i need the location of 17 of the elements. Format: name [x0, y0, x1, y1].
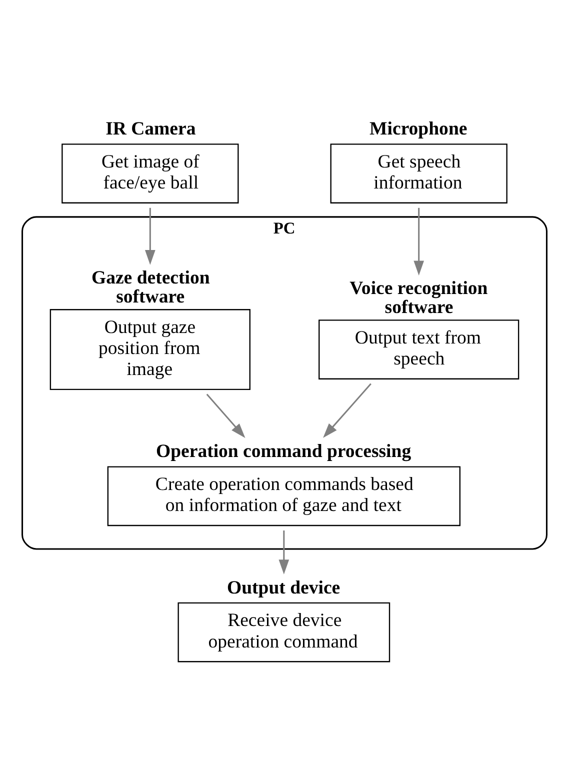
- arrow: [206, 394, 246, 438]
- node-box: Create operation commands based on information of gaze and text: [107, 466, 460, 526]
- node-box: Get speech information: [330, 144, 508, 204]
- node-label: Voice recognition software: [350, 278, 488, 318]
- node-box: Output text from speech: [318, 320, 520, 380]
- arrow: [278, 530, 290, 574]
- arrow: [323, 383, 372, 438]
- node-box: Output gaze position from image: [50, 309, 250, 390]
- node-label: Microphone: [370, 118, 468, 140]
- node-box: Receive device operation command: [178, 602, 390, 662]
- node-box: Get image of face/eye ball: [62, 144, 239, 204]
- node-label: Operation command processing: [156, 441, 412, 462]
- node-label: Output device: [227, 577, 340, 598]
- arrow: [144, 208, 156, 265]
- arrow: [414, 208, 424, 276]
- node-label: Gaze detection software: [91, 268, 210, 308]
- node-label: IR Camera: [106, 118, 196, 140]
